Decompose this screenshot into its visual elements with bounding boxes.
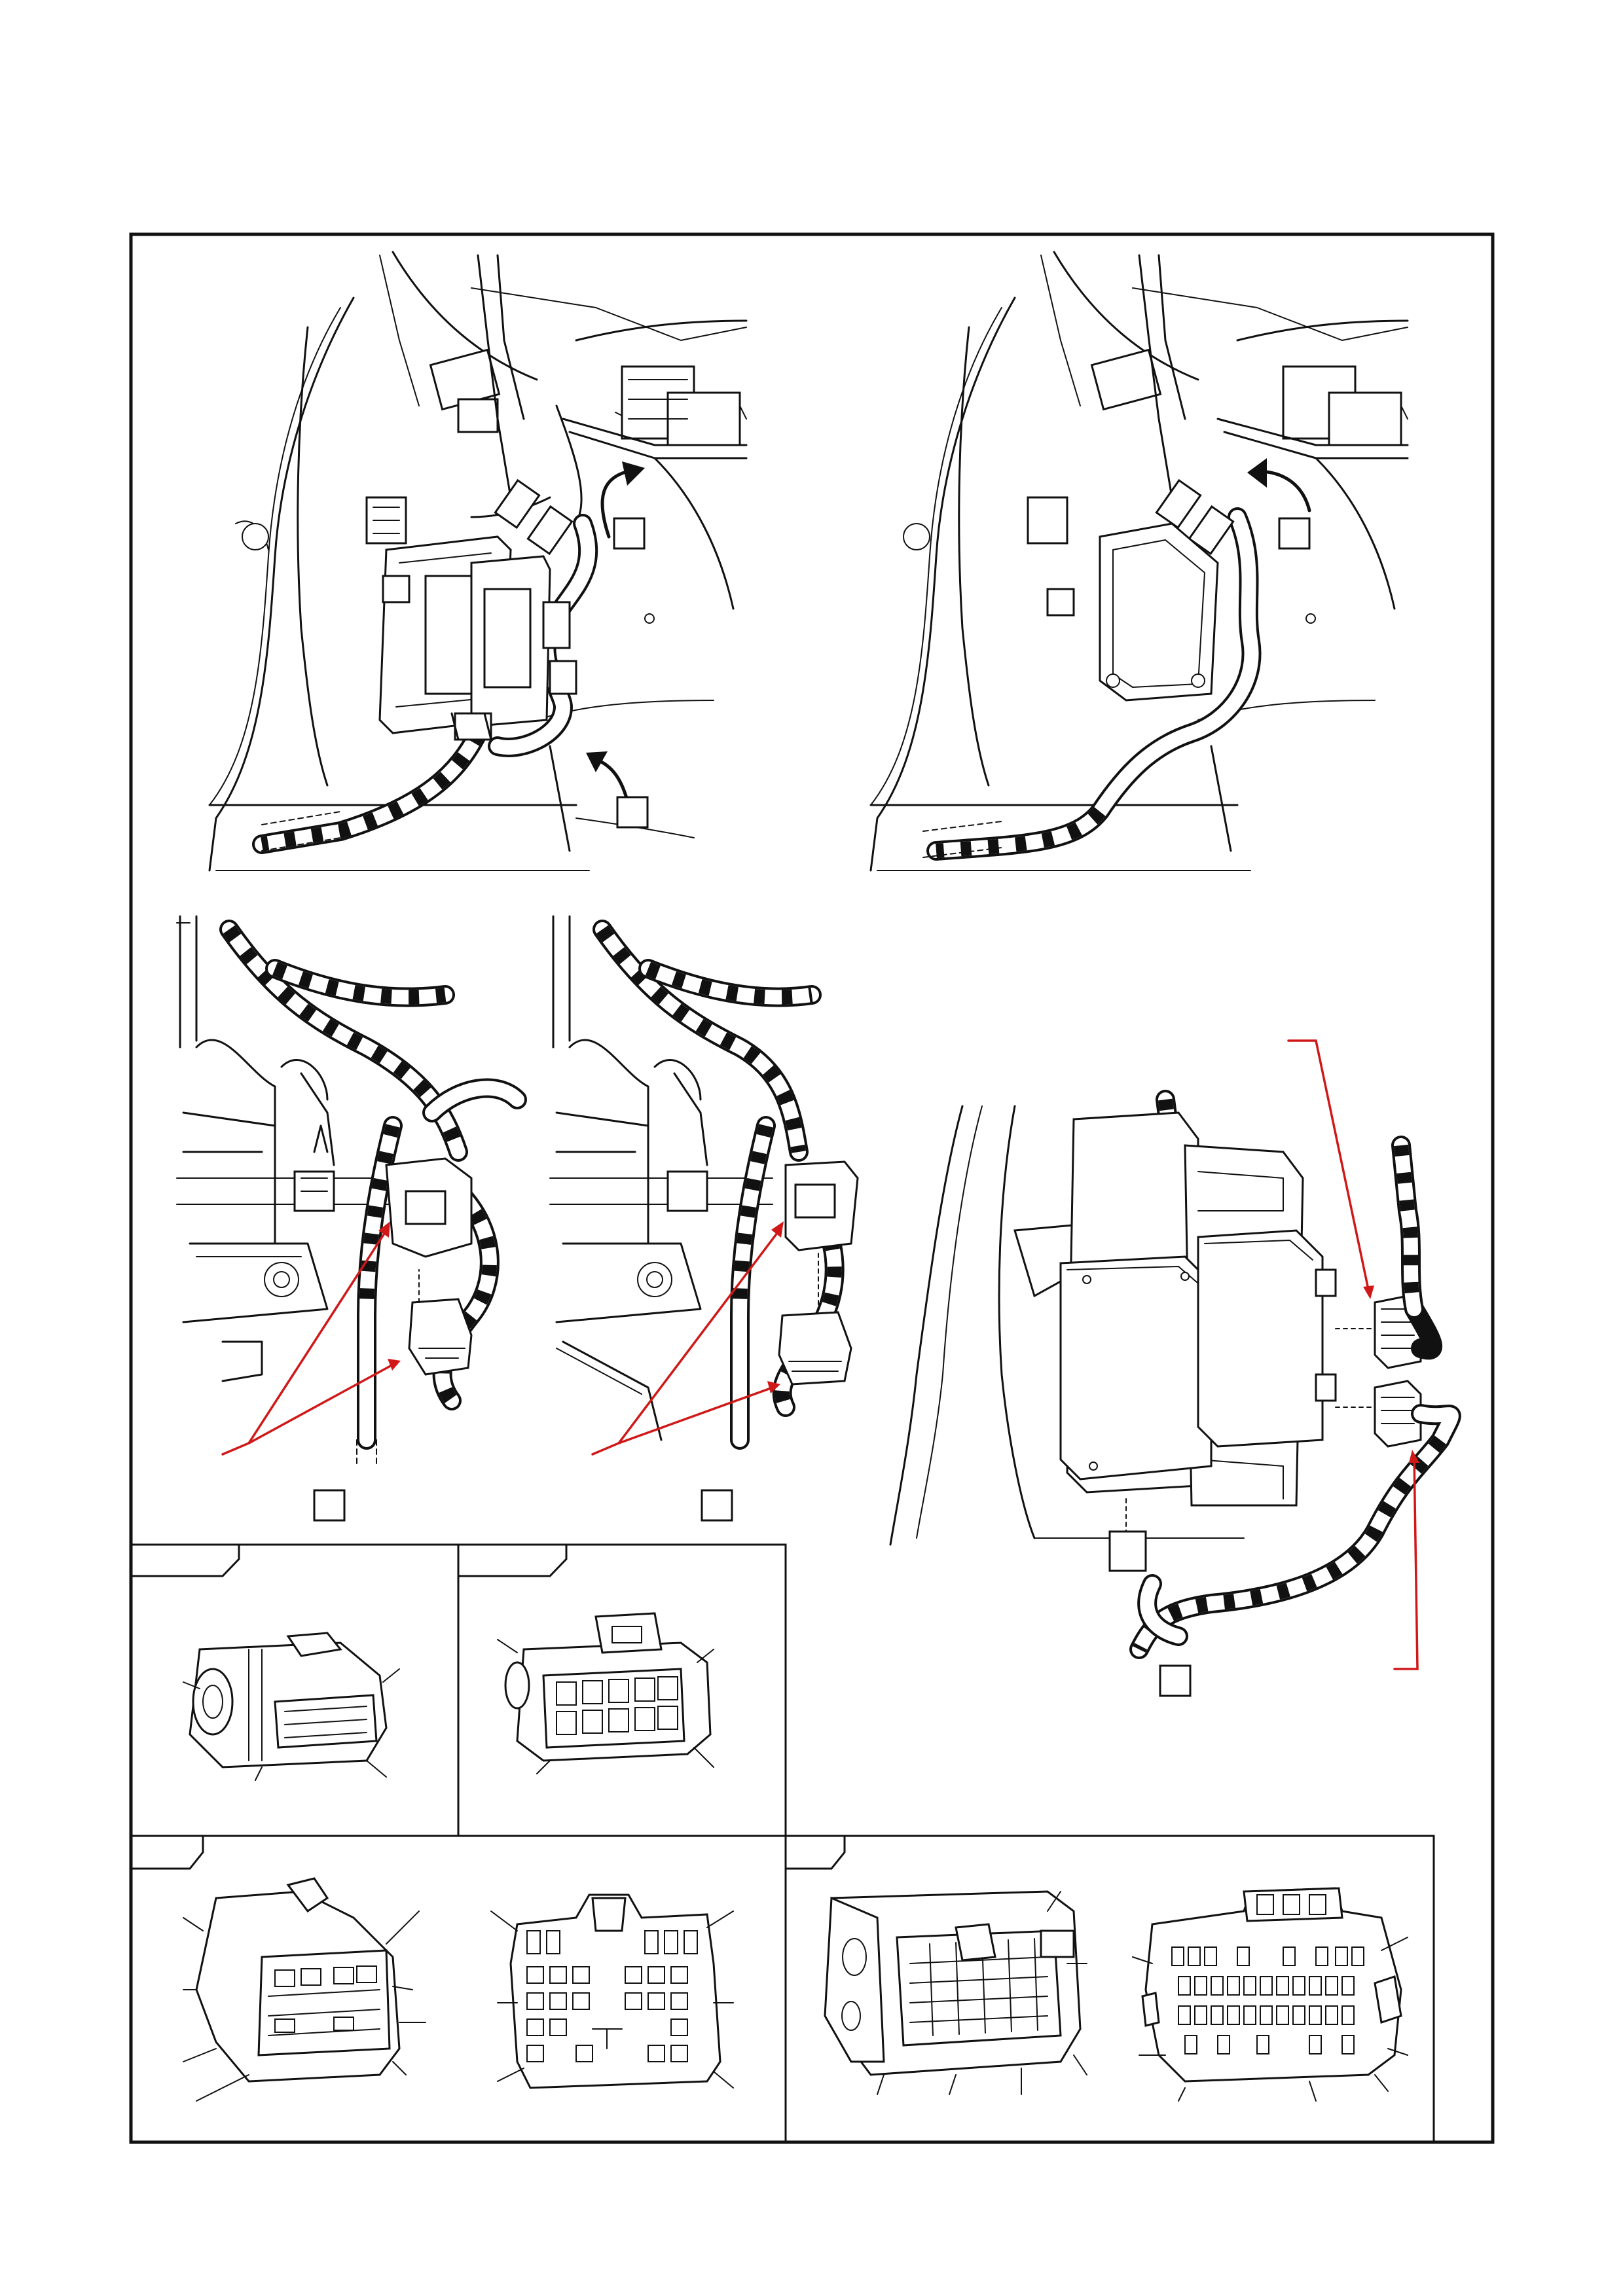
callout-box [314, 1490, 344, 1520]
callout-box [1279, 518, 1309, 548]
connector-detail-view-2 [550, 916, 858, 1520]
connector-panel-2 [458, 1545, 786, 1836]
module-removed-view [871, 252, 1408, 870]
connector-detail-view-1 [177, 916, 517, 1520]
callout-box [1160, 1666, 1190, 1696]
module-installed-view [210, 252, 746, 870]
module-exploded-view [890, 1041, 1451, 1696]
callout-box [702, 1490, 732, 1520]
connector-panel-4 [786, 1836, 1434, 2142]
callout-box [614, 518, 644, 548]
connector-panel-1 [131, 1545, 458, 1836]
callout-box [617, 797, 647, 827]
connector-panel-3 [131, 1836, 786, 2142]
